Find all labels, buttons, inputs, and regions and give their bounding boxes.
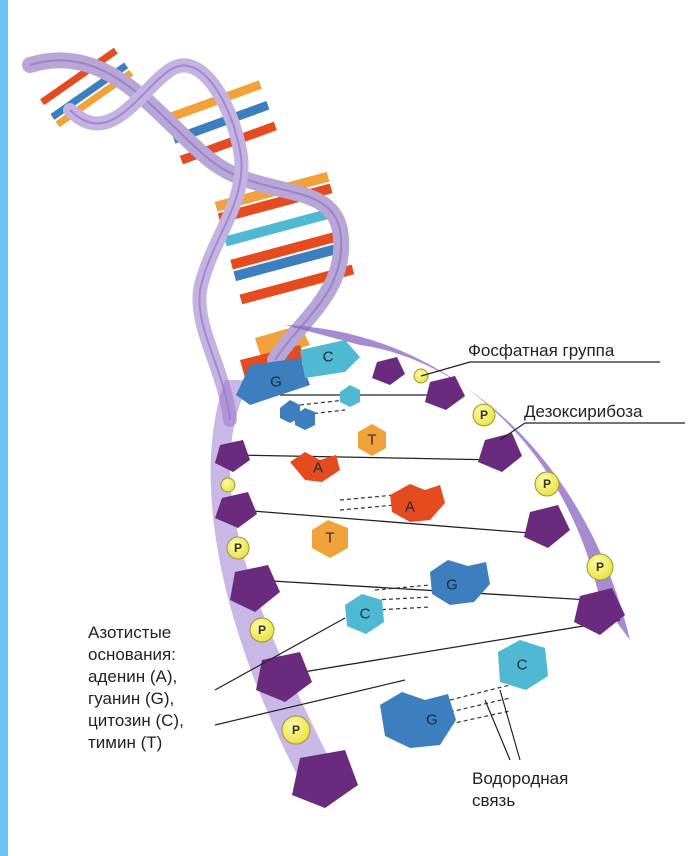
base-g-mid: G <box>430 560 490 605</box>
label-bases-line: гуанин (G), <box>88 688 184 710</box>
base-c-mid: C <box>345 594 384 634</box>
label-nitrogenous-bases: Азотистые основания: аденин (А), гуанин … <box>88 622 184 754</box>
svg-text:C: C <box>360 606 371 623</box>
svg-text:C: C <box>517 657 528 674</box>
svg-text:G: G <box>270 374 282 391</box>
phosphate-p4: P <box>227 537 249 559</box>
base-t-1: T <box>358 424 386 456</box>
svg-text:P: P <box>234 541 242 555</box>
svg-text:T: T <box>367 432 376 449</box>
svg-text:A: A <box>313 460 323 477</box>
base-c-bottom: C <box>498 640 548 690</box>
base-c-top: C <box>300 340 360 378</box>
label-deoxyribose: Дезоксирибоза <box>524 401 642 423</box>
label-bases-line: цитозин (С), <box>88 710 184 732</box>
svg-text:P: P <box>596 560 604 574</box>
phosphate-p5: P <box>250 618 274 642</box>
label-phosphate-group: Фосфатная группа <box>468 340 614 362</box>
hydrogen-bond-lines <box>300 400 510 724</box>
label-hbond-line: Водородная <box>472 768 568 790</box>
label-hydrogen-bond: Водородная связь <box>472 768 568 812</box>
base-a-2: A <box>390 484 445 522</box>
svg-text:P: P <box>292 723 300 737</box>
phosphate-p6: P <box>282 716 310 744</box>
label-bases-line: основания: <box>88 644 184 666</box>
label-bases-line: Азотистые <box>88 622 184 644</box>
label-bases-line: аденин (А), <box>88 666 184 688</box>
svg-text:G: G <box>426 712 438 729</box>
phosphate-p3: P <box>587 554 613 580</box>
svg-text:T: T <box>325 530 334 547</box>
svg-text:P: P <box>258 623 266 637</box>
svg-text:P: P <box>543 477 551 491</box>
svg-text:A: A <box>405 499 415 516</box>
label-hbond-line: связь <box>472 790 568 812</box>
phosphate-p2: P <box>535 472 559 496</box>
phosphate-p1: P <box>473 404 495 426</box>
svg-text:C: C <box>323 349 334 366</box>
base-t-2: T <box>312 520 348 558</box>
base-g-bottom: G <box>380 692 456 748</box>
svg-text:G: G <box>446 577 458 594</box>
svg-text:P: P <box>480 408 488 422</box>
label-bases-line: тимин (Т) <box>88 732 184 754</box>
